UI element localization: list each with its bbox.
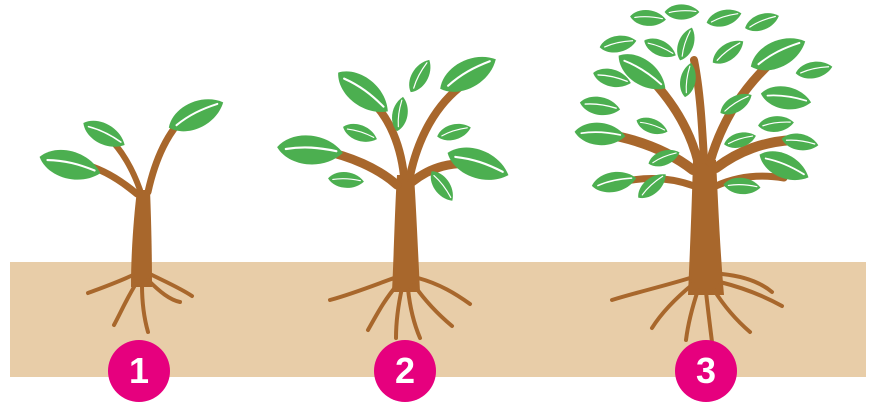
leaf bbox=[434, 47, 503, 101]
leaf bbox=[36, 144, 104, 187]
leaf bbox=[716, 88, 755, 120]
leaf bbox=[590, 168, 638, 195]
leaf bbox=[578, 94, 621, 119]
stage-1-badge: 1 bbox=[108, 340, 170, 402]
leaf bbox=[742, 8, 781, 35]
leaf bbox=[780, 131, 819, 153]
stage-2-badge: 2 bbox=[374, 340, 436, 402]
leaf bbox=[633, 168, 671, 203]
stage-3-badge: 3 bbox=[675, 340, 737, 402]
leaf bbox=[641, 34, 679, 63]
leaf bbox=[759, 83, 813, 114]
leaf bbox=[634, 114, 670, 139]
leaf bbox=[708, 35, 748, 70]
leaf bbox=[757, 115, 794, 134]
leaf bbox=[340, 119, 379, 146]
leaf bbox=[435, 120, 473, 144]
leaf bbox=[404, 56, 437, 96]
leaf bbox=[705, 6, 744, 31]
leaf bbox=[598, 33, 637, 55]
leaf bbox=[794, 59, 833, 81]
